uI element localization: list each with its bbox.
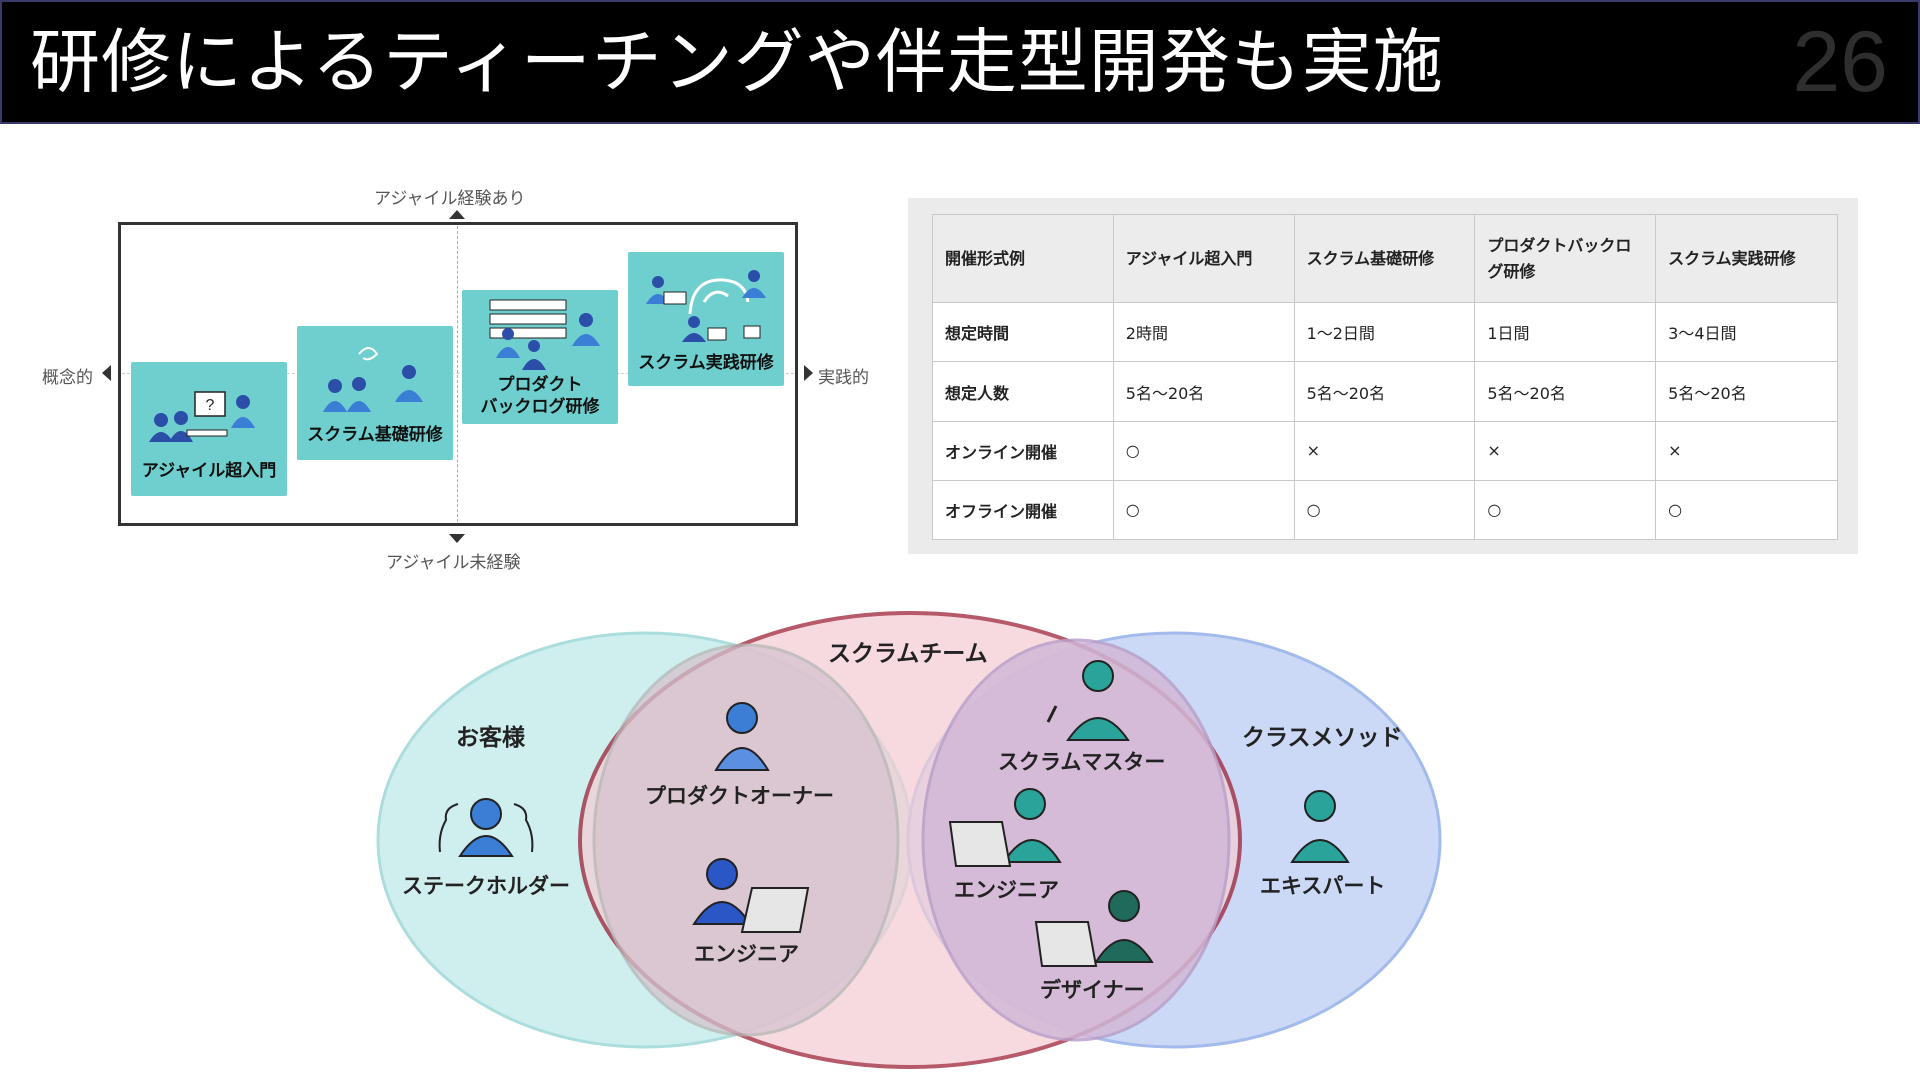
row-header-cell: 想定人数 [932,361,1114,422]
course-label: プロダクト バックログ研修 [480,375,600,417]
scrum-master-label: スクラムマスター [998,750,1166,774]
arrow-up-icon [449,210,465,219]
table-cell: 5名〜20名 [1474,361,1657,422]
table-header-cell: スクラム実践研修 [1655,213,1838,304]
table-header-cell: 開催形式例 [932,213,1114,304]
table-header-row: 開催形式例 アジャイル超入門 スクラム基礎研修 プロダクトバックロ グ研修 スク… [932,213,1838,304]
designer-laptop-icon [1034,890,1154,967]
stakeholder-icon [438,798,534,857]
table-row: オフライン開催 ○ ○ ○ ○ [932,479,1838,541]
slide-title: 研修によるティーチングや伴走型開発も実施 [30,21,1444,103]
table-cell: ○ [1655,479,1838,541]
table-row: 想定時間 2時間 1〜2日間 1日間 3〜4日間 [932,302,1838,363]
question-people-icon: ? [149,391,255,442]
svg-text:?: ? [206,397,215,414]
axis-bottom-label: アジャイル未経験 [386,553,521,573]
table-cell: × [1474,420,1657,481]
course-label: スクラム基礎研修 [307,425,443,445]
table-cell: ○ [1112,479,1295,541]
course-label: アジャイル超入門 [141,461,277,481]
horizontal-divider [122,373,794,374]
table-cell: 1日間 [1474,302,1657,363]
row-header-cell: オフライン開催 [932,479,1114,541]
course-comparison-table: 開催形式例 アジャイル超入門 スクラム基礎研修 プロダクトバックロ グ研修 スク… [932,213,1838,541]
customer-team-overlap [592,643,900,1037]
expert-icon [1290,790,1350,863]
row-header-cell: 想定時間 [932,302,1114,363]
row-header-cell: オンライン開催 [932,420,1114,481]
course-card-agile-intro: ? アジャイル超入門 [131,362,287,496]
expert-label: エキスパート [1260,874,1386,898]
table-cell: ○ [1293,479,1476,541]
header-bar: 研修によるティーチングや伴走型開発も実施 26 [0,0,1920,124]
axis-right-label: 実践的 [818,368,869,388]
course-card-scrum-practice: スクラム実践研修 [628,252,784,386]
table-header-cell: プロダクトバックロ グ研修 [1474,213,1657,304]
product-owner-label: プロダクトオーナー [645,784,834,808]
customer-title: お客様 [456,725,525,751]
engineer-laptop-icon [692,858,810,933]
table-cell: 5名〜20名 [1293,361,1476,422]
classmethod-team-overlap [921,638,1231,1042]
engineer-label: エンジニア [694,942,799,966]
classmethod-title: クラスメソッド [1242,725,1403,751]
axis-top-label: アジャイル経験あり [374,189,526,209]
arrow-right-icon [804,365,813,381]
team-people-icon [323,347,423,412]
table-cell: × [1655,420,1838,481]
engineer-label: エンジニア [954,878,1059,902]
course-card-backlog: プロダクト バックログ研修 [462,290,618,424]
course-card-scrum-basic: スクラム基礎研修 [297,326,453,460]
scrum-team-title: スクラムチーム [828,641,988,667]
backlog-board-icon [489,299,600,370]
scrum-master-icon [1046,660,1130,741]
table-row: オンライン開催 ○ × × × [932,420,1838,481]
table-header-cell: アジャイル超入門 [1112,213,1295,304]
table-cell: ○ [1112,420,1295,481]
product-owner-icon [714,702,770,771]
table-cell: ○ [1474,479,1657,541]
table-header-cell: スクラム基礎研修 [1293,213,1476,304]
axis-left-label: 概念的 [42,368,93,388]
table-cell: 2時間 [1112,302,1295,363]
course-label: スクラム実践研修 [638,353,774,373]
vertical-divider [457,226,458,522]
designer-label: デザイナー [1040,978,1145,1002]
page-number: 26 [1792,14,1888,110]
cycle-workflow-icon [646,270,766,342]
arrow-left-icon [102,365,111,381]
engineer-laptop-icon [948,788,1062,867]
course-comparison-panel: 開催形式例 アジャイル超入門 スクラム基礎研修 プロダクトバックロ グ研修 スク… [908,198,1858,554]
stakeholder-label: ステークホルダー [402,874,570,898]
arrow-down-icon [449,534,465,543]
table-cell: × [1293,420,1476,481]
